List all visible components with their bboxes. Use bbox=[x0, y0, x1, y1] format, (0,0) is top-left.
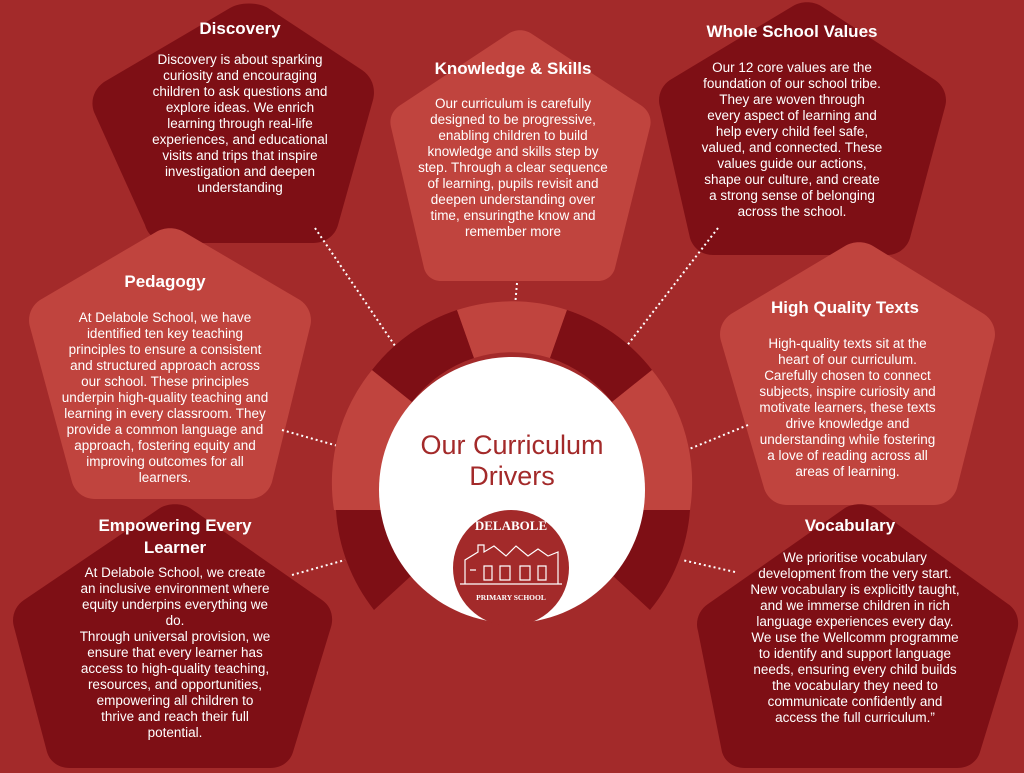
ring-segment-vocabulary bbox=[612, 510, 690, 610]
knowledge-text: Our curriculum is carefully designed to … bbox=[418, 96, 608, 239]
connector-texts bbox=[681, 424, 749, 453]
logo-school-name: DELABOLE bbox=[474, 518, 548, 533]
vocabulary-panel bbox=[697, 504, 1019, 768]
discovery-panel bbox=[92, 3, 374, 243]
pedagogy-title: Pedagogy bbox=[124, 272, 206, 291]
ring-segment-texts bbox=[612, 370, 693, 510]
pedagogy-panel bbox=[29, 228, 311, 499]
values-text: Our 12 core values are the foundation of… bbox=[701, 60, 883, 219]
connector-pedagogy bbox=[281, 429, 346, 449]
driver-ring bbox=[331, 301, 693, 610]
empowering-title: Empowering Every Learner bbox=[98, 516, 252, 557]
connector-empowering bbox=[291, 559, 346, 576]
pedagogy-text: At Delabole School, we have identified t… bbox=[61, 310, 269, 485]
texts-title: High Quality Texts bbox=[771, 298, 919, 317]
ring-segment-pedagogy bbox=[331, 370, 412, 510]
connector-discovery bbox=[314, 227, 409, 366]
vocabulary-title: Vocabulary bbox=[804, 516, 896, 535]
knowledge-title: Knowledge & Skills bbox=[434, 59, 592, 78]
center-circle bbox=[379, 357, 645, 623]
values-title: Whole School Values bbox=[706, 22, 878, 41]
empowering-panel bbox=[13, 504, 333, 768]
ring-segment-discovery bbox=[372, 310, 474, 402]
center-title: Our Curriculum Drivers bbox=[420, 430, 604, 491]
school-logo bbox=[453, 510, 569, 626]
ring-segment-lower-left bbox=[336, 510, 412, 610]
connector-vocabulary bbox=[681, 559, 736, 573]
ring-segment-knowledge bbox=[457, 301, 567, 358]
logo-school-subtitle: PRIMARY SCHOOL bbox=[476, 593, 546, 602]
discovery-text: Discovery is about sparking curiosity an… bbox=[152, 52, 328, 195]
vocabulary-text: We prioritise vocabulary development fro… bbox=[750, 550, 960, 725]
knowledge-panel bbox=[390, 30, 651, 281]
discovery-title: Discovery bbox=[199, 19, 281, 38]
ring-segment-values bbox=[550, 310, 652, 402]
connector-lines bbox=[281, 227, 749, 576]
texts-text: High-quality texts sit at the heart of o… bbox=[759, 336, 936, 479]
school-building-icon bbox=[460, 544, 562, 585]
values-panel bbox=[659, 2, 946, 255]
connector-values bbox=[611, 227, 719, 366]
empowering-text: At Delabole School, we create an inclusi… bbox=[79, 565, 271, 740]
texts-panel bbox=[720, 242, 995, 505]
